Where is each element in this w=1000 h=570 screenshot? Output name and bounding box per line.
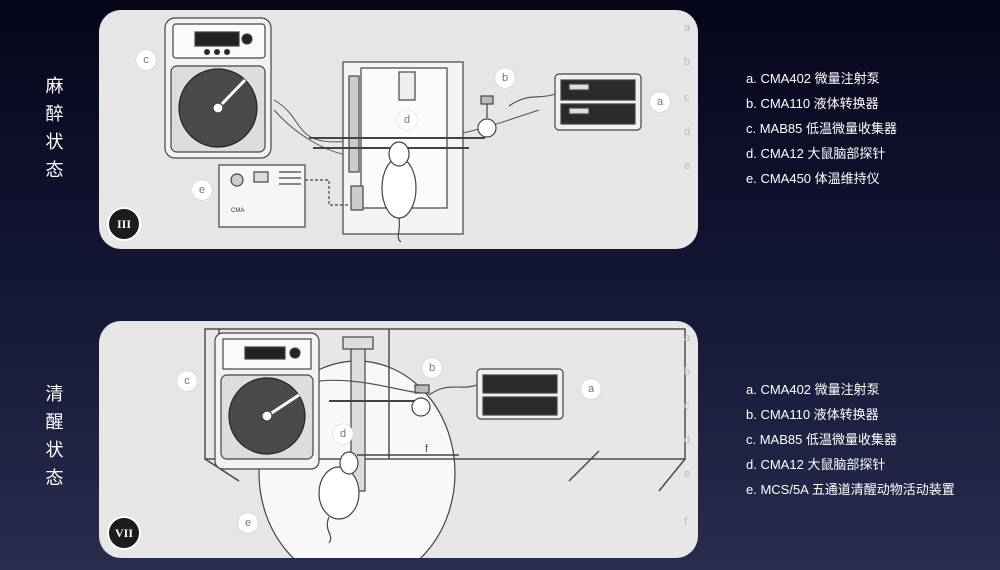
- letter: f: [684, 516, 688, 528]
- state-char: 态: [45, 160, 65, 180]
- legend-item: a. CMA402 微量注射泵: [746, 71, 880, 86]
- callout-d: d: [397, 110, 417, 130]
- legend-item: e. CMA450 体温维持仪: [746, 171, 880, 186]
- microcollector-device: [164, 17, 272, 159]
- side-letters-2: a b c d e f: [684, 332, 696, 532]
- state-char: 醒: [45, 412, 65, 432]
- legend-item: b. CMA110 液体转换器: [746, 96, 879, 111]
- rat-awake: [318, 451, 360, 544]
- anesthetized-setup-diagram: CMA c b d e a III: [99, 10, 698, 249]
- state-label-anesthetized: 麻 醉 状 态: [40, 72, 70, 184]
- state-char: 状: [45, 440, 65, 460]
- syringe-pump: [428, 368, 564, 420]
- letter: e: [684, 468, 691, 480]
- figure-marker: VII: [107, 516, 141, 550]
- letter: a: [684, 332, 691, 344]
- letter: e: [684, 160, 691, 172]
- svg-text:CMA: CMA: [231, 208, 244, 214]
- state-char: 状: [45, 132, 65, 152]
- state-char: 态: [45, 468, 65, 488]
- legend-anesthetized: a. CMA402 微量注射泵 b. CMA110 液体转换器 c. MAB85…: [746, 66, 897, 191]
- legend-item: e. MCS/5A 五通道清醒动物活动装置: [746, 482, 955, 497]
- legend-awake: a. CMA402 微量注射泵 b. CMA110 液体转换器 c. MAB85…: [746, 377, 955, 502]
- state-char: 清: [45, 384, 65, 404]
- letter: d: [684, 434, 691, 446]
- callout-e: e: [238, 513, 258, 533]
- callout-b: b: [422, 358, 442, 378]
- syringe-pump: [508, 73, 642, 131]
- letter: c: [684, 400, 690, 412]
- callout-a: a: [581, 379, 601, 399]
- figure-marker: III: [107, 207, 141, 241]
- callout-c: c: [136, 50, 156, 70]
- callout-e: e: [192, 180, 212, 200]
- setup-illustration: [204, 328, 686, 558]
- legend-item: c. MAB85 低温微量收集器: [746, 432, 897, 447]
- letter: b: [684, 56, 691, 68]
- legend-item: a. CMA402 微量注射泵: [746, 382, 880, 397]
- callout-b: b: [495, 68, 515, 88]
- callout-a: a: [650, 92, 670, 112]
- legend-item: c. MAB85 低温微量收集器: [746, 121, 897, 136]
- state-char: 醉: [45, 104, 65, 124]
- rat-anesthetized: [381, 141, 417, 243]
- letter: a: [684, 22, 691, 34]
- letter: b: [684, 366, 691, 378]
- legend-item: d. CMA12 大鼠脑部探针: [746, 457, 886, 472]
- callout-d: d: [333, 424, 353, 444]
- side-letters-1: a b c d e: [684, 22, 696, 182]
- legend-item: b. CMA110 液体转换器: [746, 407, 879, 422]
- liquid-switch: [318, 379, 431, 417]
- callout-c: c: [177, 371, 197, 391]
- temperature-controller: CMA: [218, 164, 349, 228]
- setup-illustration: CMA: [164, 17, 642, 243]
- legend-item: d. CMA12 大鼠脑部探针: [746, 146, 886, 161]
- state-char: 麻: [45, 76, 65, 96]
- liquid-switch: [477, 95, 497, 138]
- awake-setup-diagram: c b a d f e VII: [99, 321, 698, 558]
- state-label-awake: 清 醒 状 态: [40, 380, 70, 492]
- letter: c: [684, 92, 690, 104]
- letter: d: [684, 126, 691, 138]
- callout-f: f: [425, 443, 429, 455]
- microcollector-device: [214, 332, 320, 470]
